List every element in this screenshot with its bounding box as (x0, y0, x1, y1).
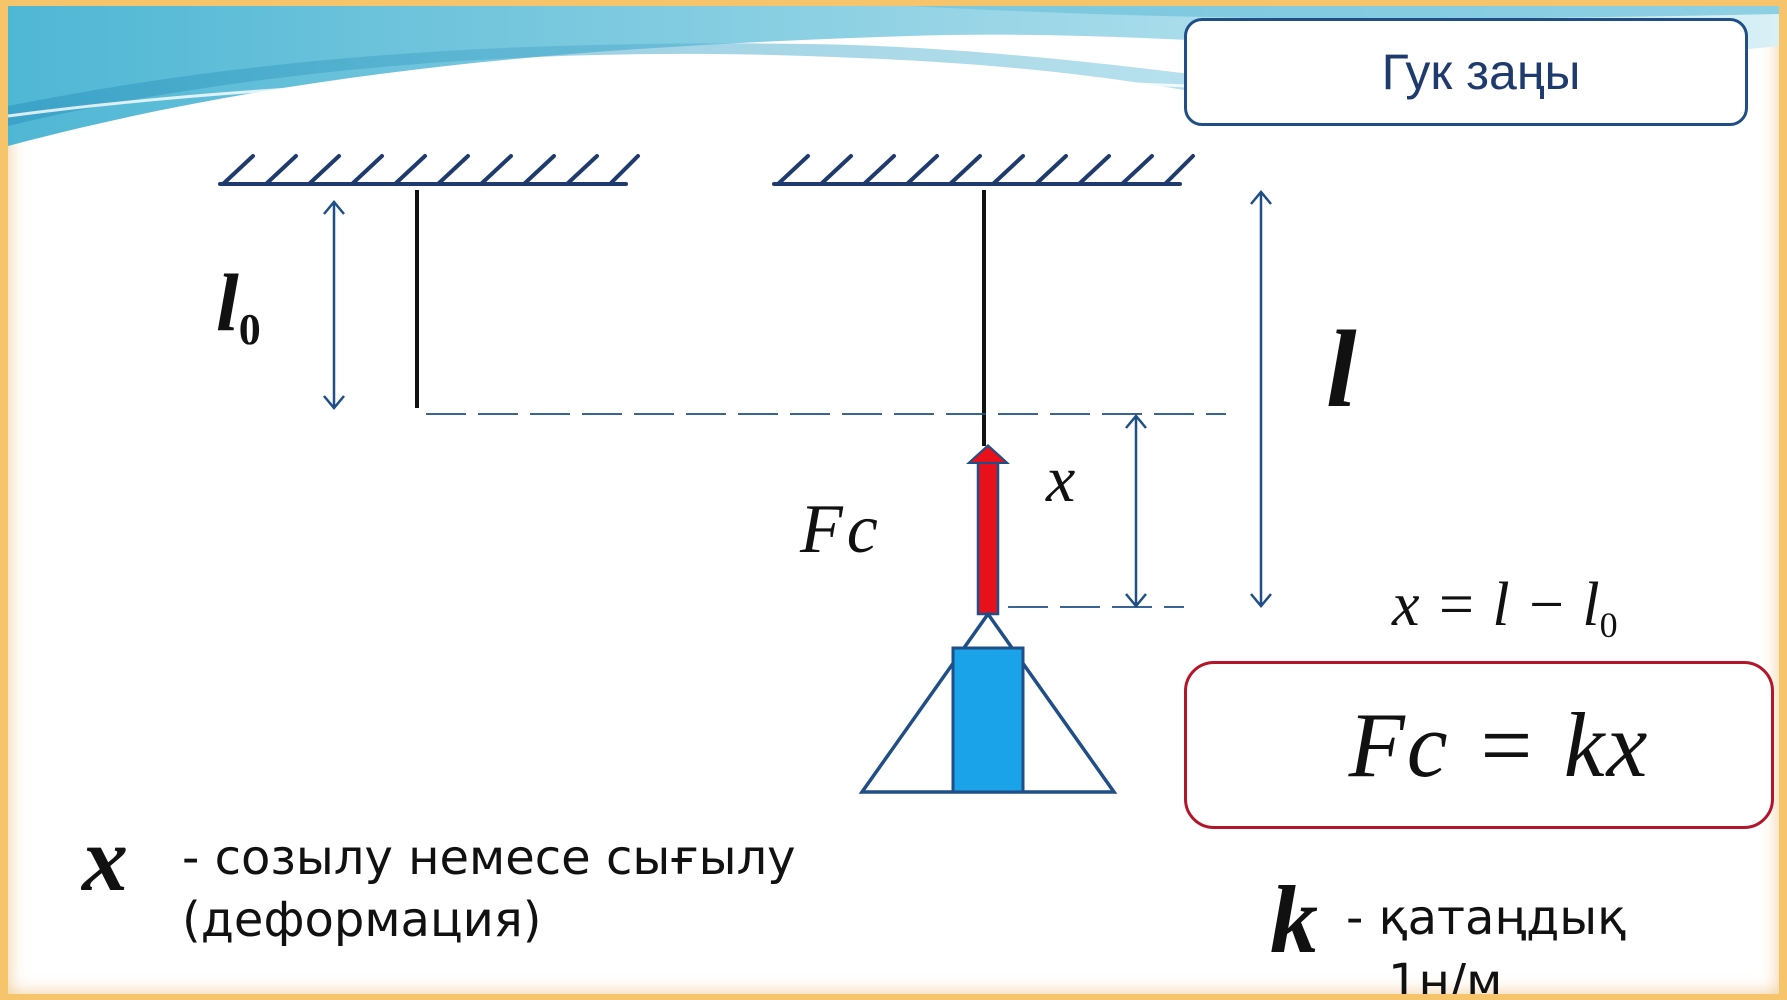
x-legend-symbol: x (82, 808, 128, 910)
k-legend-description-line2: 1н/м (1388, 954, 1503, 994)
slide: Гук заңы l0 l x Fc x = l − l0 Fc = kx x … (8, 6, 1779, 994)
deformation-equation: x = l − l0 (1392, 570, 1618, 646)
deformation-equation-subscript: 0 (1599, 605, 1618, 645)
hooke-law-formula-box: Fc = kx (1184, 661, 1774, 829)
force-arrow (966, 444, 1010, 616)
l-dimension-arrow (1250, 190, 1272, 608)
x-symbol: x (1046, 443, 1076, 516)
l-label: l (1326, 306, 1357, 433)
x-label: x (1046, 442, 1075, 518)
l0-dimension-arrow (323, 200, 345, 410)
hanging-weight (858, 610, 1118, 794)
x-dimension-arrow (1125, 414, 1147, 608)
l-symbol: l (1326, 308, 1357, 430)
force-label: Fc (800, 490, 882, 570)
left-ceiling-support (218, 154, 640, 186)
right-ceiling-support (772, 154, 1195, 186)
l0-symbol: l (216, 257, 239, 348)
hooke-law-formula: Fc = kx (1348, 694, 1650, 796)
l0-label: l0 (216, 256, 261, 355)
x-legend-description-line2: (деформация) (182, 892, 542, 948)
x-legend-description-line1: - созылу немесе сығылу (182, 830, 796, 886)
l0-subscript: 0 (238, 305, 261, 354)
page-title: Гук заңы (1381, 44, 1581, 100)
k-legend-description-line1: - қатаңдық (1346, 890, 1627, 946)
force-symbol: Fc (800, 491, 882, 568)
title-box: Гук заңы (1184, 18, 1748, 126)
deformation-equation-main: x = l − l (1392, 571, 1600, 639)
k-legend-symbol: k (1270, 866, 1318, 973)
